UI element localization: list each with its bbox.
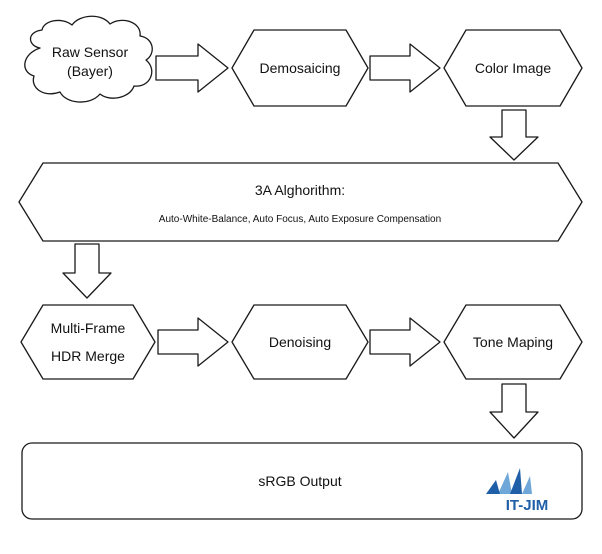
- color-image-node: [443, 29, 583, 107]
- algorithm-subtitle: Auto-White-Balance, Auto Focus, Auto Exp…: [159, 214, 441, 225]
- demosaicing-node: [231, 29, 369, 107]
- srgb-output-node: [21, 442, 583, 520]
- demosaicing-label: Demosaicing: [260, 60, 341, 76]
- hdr-merge-label-line1: Multi-Frame: [51, 320, 126, 336]
- srgb-output-label: sRGB Output: [258, 473, 341, 489]
- arrow-hdr-to-denoising: [157, 317, 229, 367]
- arrow-color-image-to-algorithm: [489, 109, 539, 161]
- algorithm-title: 3A Alghorithm:: [255, 182, 345, 198]
- logo-burst-icon: [486, 468, 532, 494]
- arrow-denoising-to-tone-mapping: [369, 317, 441, 367]
- logo-text: IT-JIM: [506, 497, 549, 514]
- denoising-label: Denoising: [269, 334, 331, 350]
- raw-sensor-label-line1: Raw Sensor: [52, 44, 129, 60]
- it-jim-logo: IT-JIM: [486, 468, 548, 514]
- arrow-algorithm-to-hdr: [62, 243, 112, 299]
- raw-sensor-label-line2: (Bayer): [67, 63, 113, 79]
- arrow-raw-to-demosaicing: [155, 43, 229, 93]
- arrow-demosaicing-to-color-image: [369, 43, 441, 93]
- arrow-tone-mapping-to-output: [489, 383, 539, 439]
- hdr-merge-node: [20, 304, 156, 380]
- tone-mapping-node: [443, 304, 583, 380]
- algorithm-node: [18, 162, 583, 242]
- tone-mapping-label: Tone Maping: [473, 334, 553, 350]
- denoising-node: [231, 304, 369, 380]
- hdr-merge-label-line2: HDR Merge: [51, 348, 125, 364]
- color-image-label: Color Image: [475, 60, 551, 76]
- raw-sensor-cloud: [24, 15, 153, 103]
